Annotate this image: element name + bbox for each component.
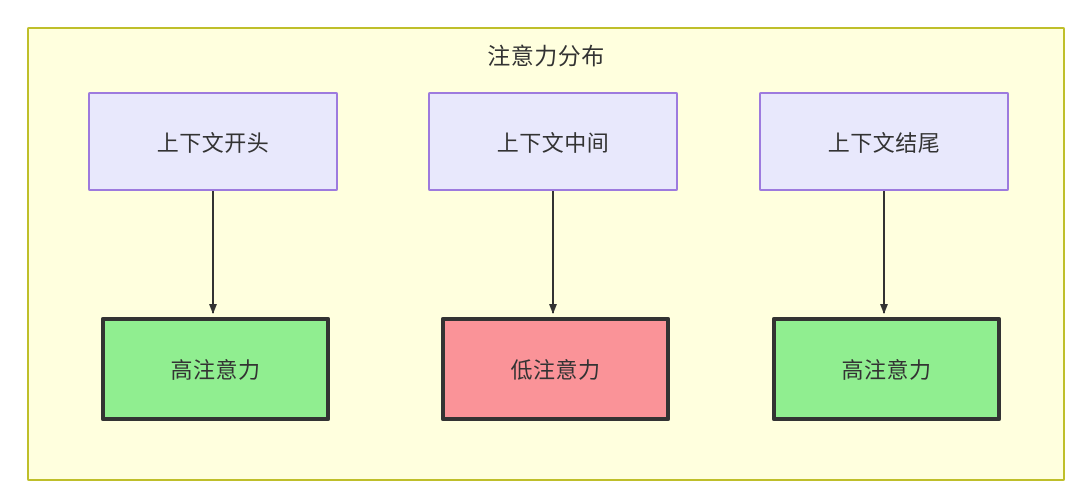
node-attention-high-end[interactable]: 高注意力 — [772, 317, 1001, 421]
node-attention-high-start[interactable]: 高注意力 — [101, 317, 330, 421]
node-attention-low-middle[interactable]: 低注意力 — [441, 317, 670, 421]
node-context-middle[interactable]: 上下文中间 — [428, 92, 678, 191]
node-context-start[interactable]: 上下文开头 — [88, 92, 338, 191]
subgraph-title: 注意力分布 — [487, 43, 605, 69]
node-context-end[interactable]: 上下文结尾 — [759, 92, 1009, 191]
